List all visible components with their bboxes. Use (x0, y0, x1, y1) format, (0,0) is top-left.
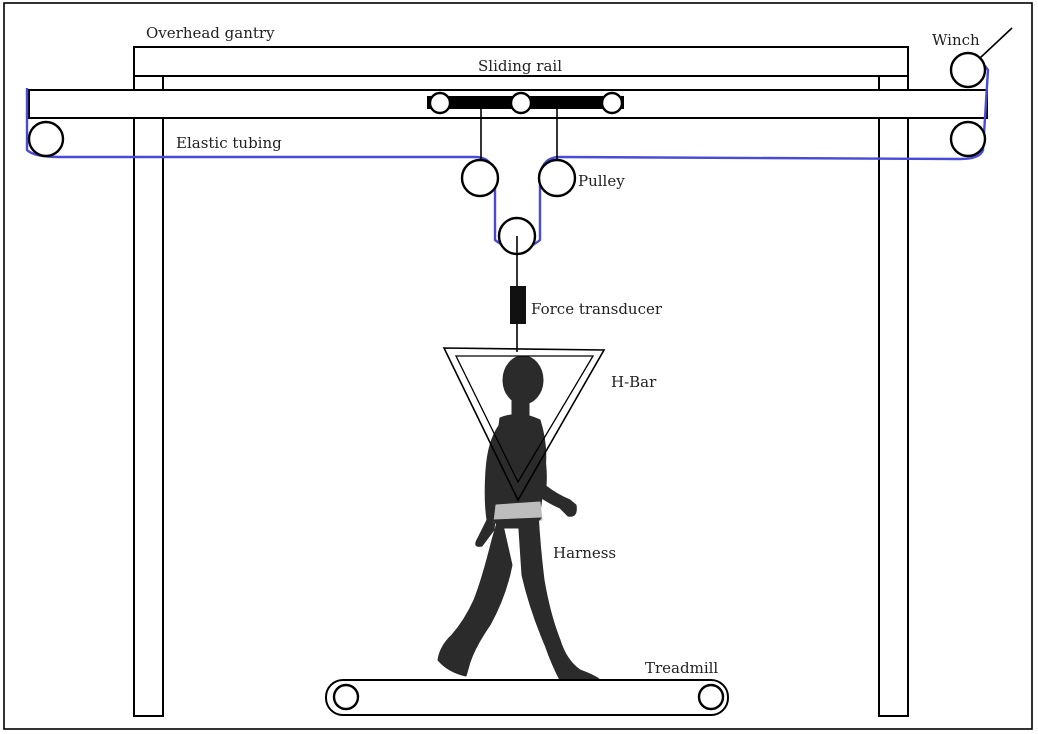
person-right-leg (517, 511, 601, 681)
label-force-transducer: Force transducer (531, 300, 663, 318)
treadmill-roller-left (332, 683, 360, 711)
winch-handle (979, 27, 1013, 59)
harness-belt (493, 501, 543, 523)
person-head (502, 355, 544, 405)
walking-person-silhouette (437, 355, 601, 681)
winch-drum (949, 51, 987, 89)
label-overhead-gantry: Overhead gantry (146, 24, 275, 42)
sliding-carriage (427, 91, 624, 160)
gantry-top-beam (133, 46, 909, 77)
left-end-roller (27, 120, 65, 158)
gantry-right-leg (878, 75, 909, 717)
gantry-left-leg (133, 75, 164, 717)
treadmill-roller-right (697, 683, 725, 711)
pulley-left (460, 158, 500, 198)
force-transducer-block (510, 286, 526, 324)
treadmill-belt (325, 679, 729, 716)
person-right-arm (531, 427, 577, 517)
label-h-bar: H-Bar (611, 373, 657, 391)
label-winch: Winch (932, 31, 980, 49)
carriage-wheel-left (428, 91, 452, 115)
h-bar-inner (454, 355, 595, 484)
carriage-wheel-center (509, 91, 533, 115)
label-harness: Harness (553, 544, 616, 562)
person-hips (492, 517, 542, 529)
pulley-right (537, 158, 577, 198)
h-bar-outer (442, 347, 606, 502)
label-treadmill: Treadmill (645, 659, 718, 677)
person-left-leg (437, 511, 513, 677)
figure-border (3, 2, 1033, 730)
treadmill (325, 679, 729, 716)
label-sliding-rail: Sliding rail (478, 57, 562, 75)
right-end-roller (949, 120, 987, 158)
label-elastic-tubing: Elastic tubing (176, 134, 282, 152)
h-bar-frame (442, 347, 606, 502)
carriage-wheel-right (600, 91, 624, 115)
label-pulley: Pulley (578, 172, 625, 190)
overhead-gantry (133, 46, 909, 717)
